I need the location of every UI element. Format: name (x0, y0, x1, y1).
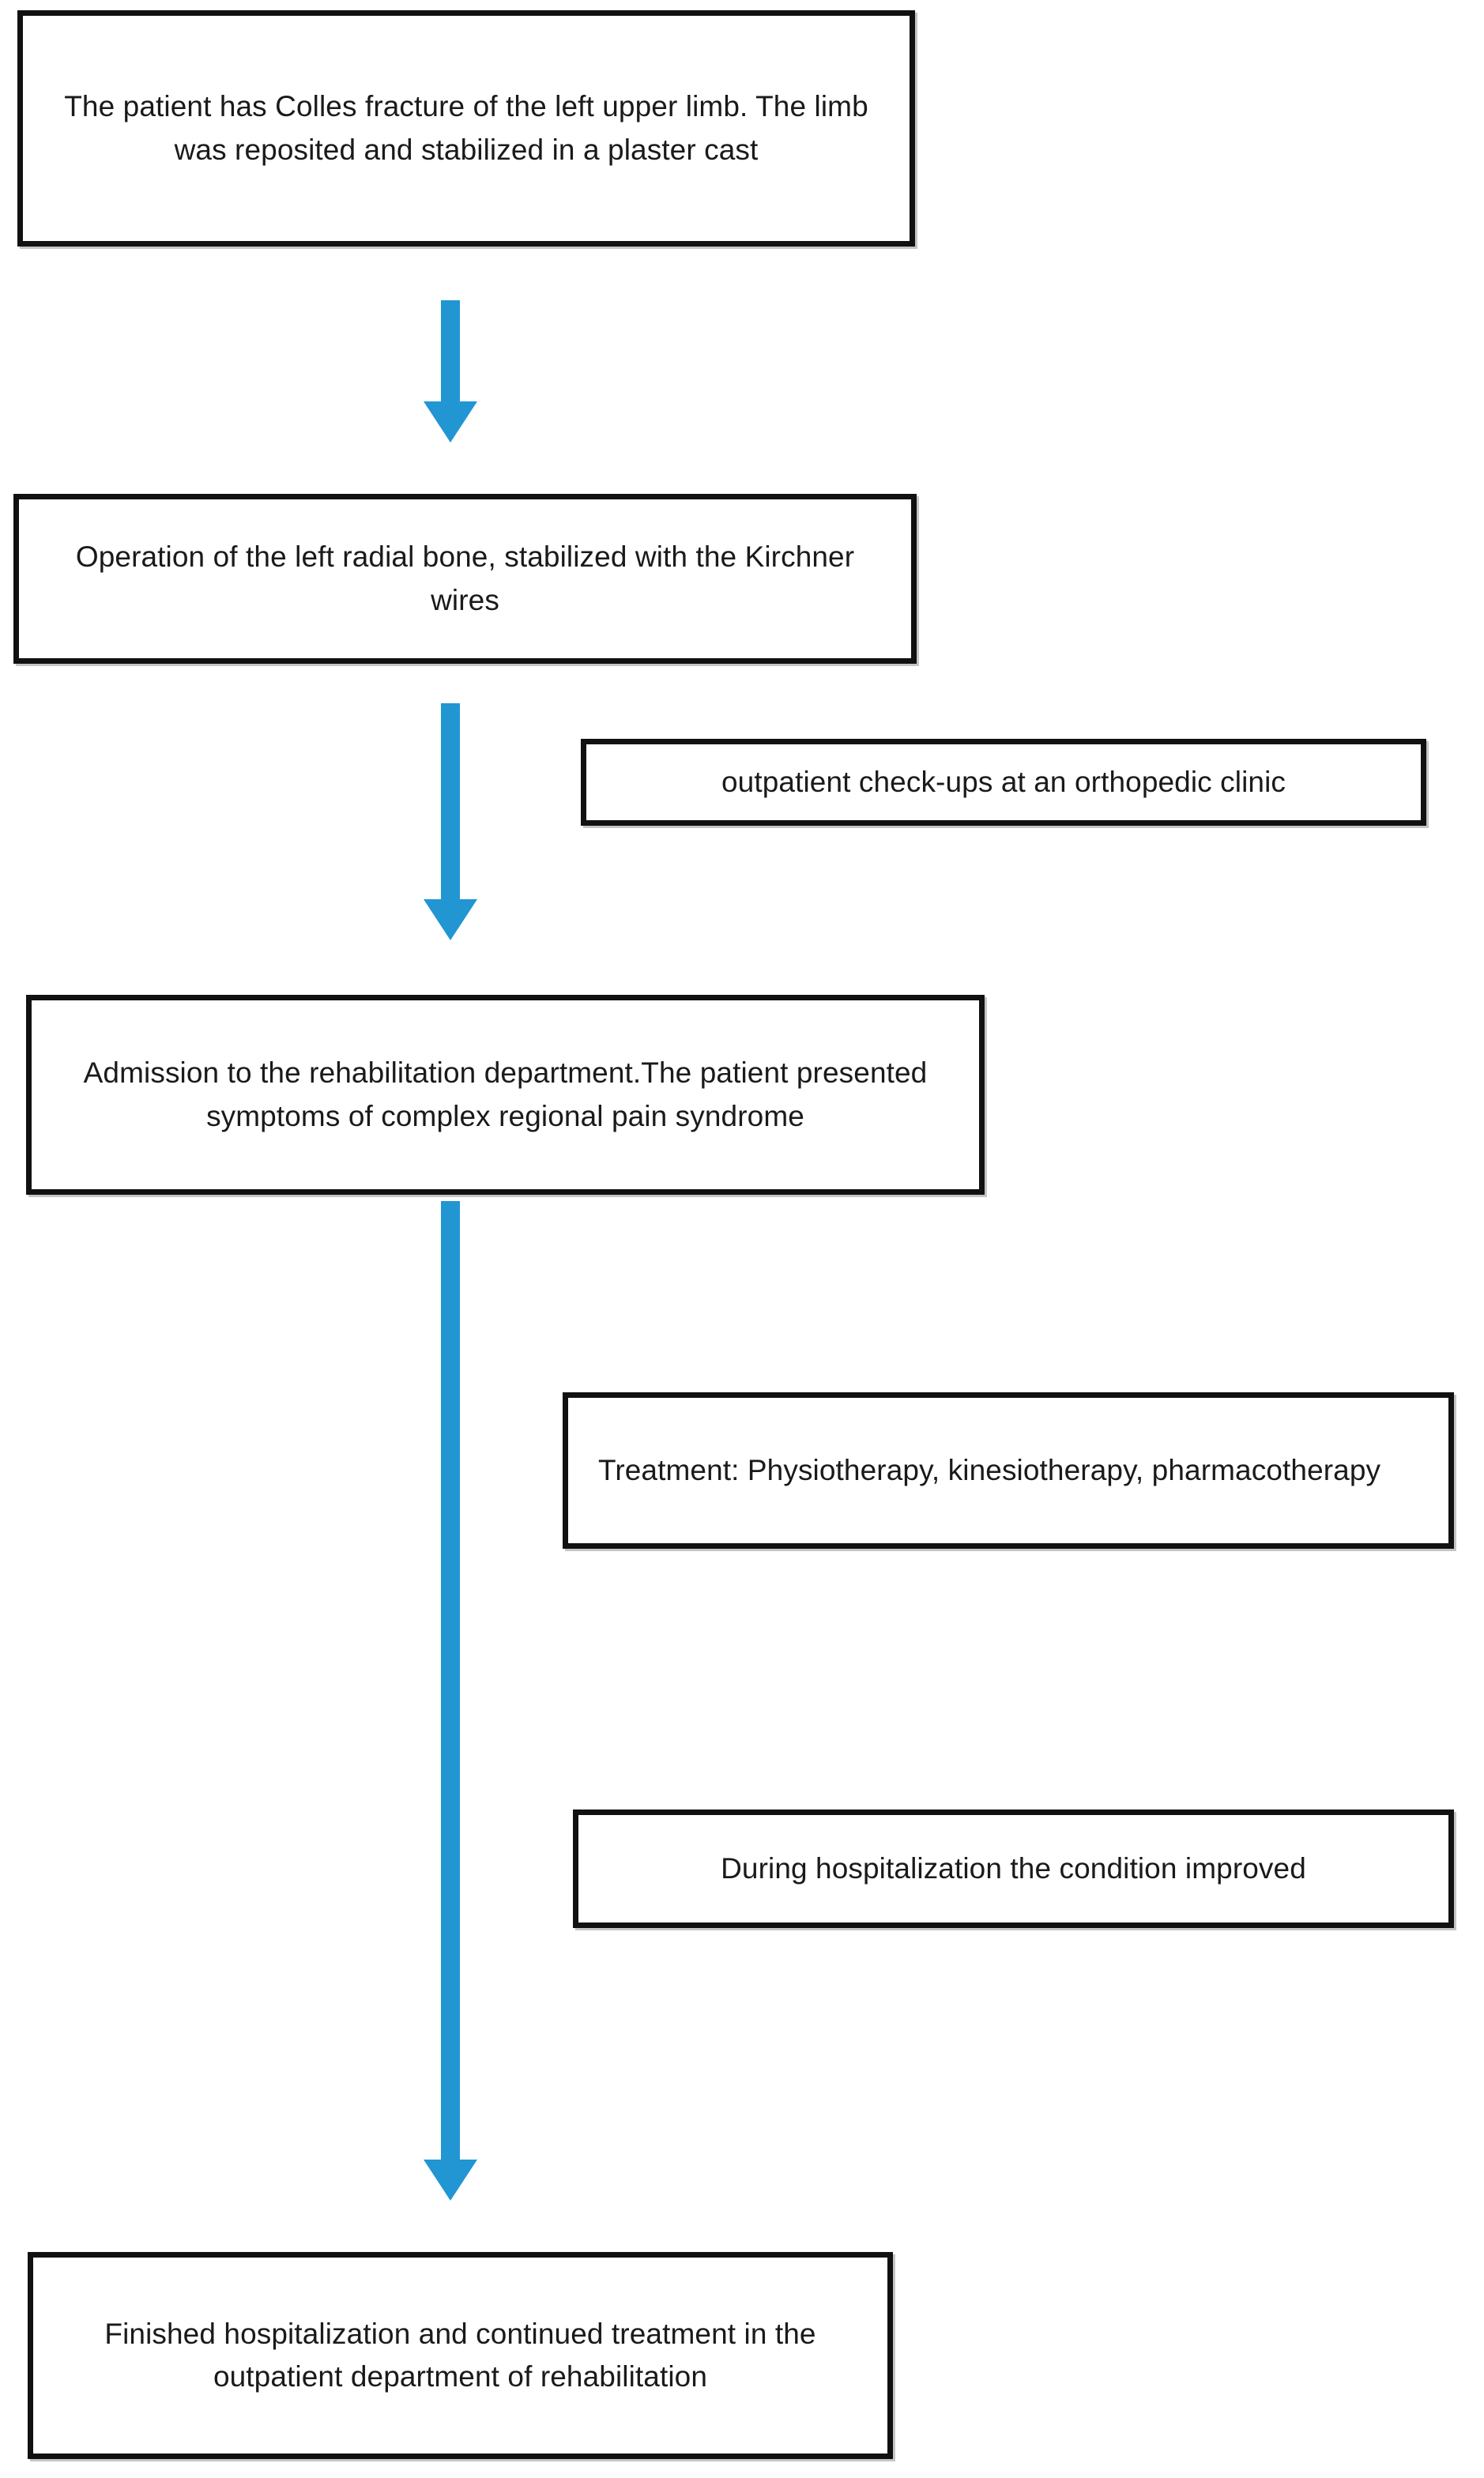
down-arrow-icon-operation (419, 300, 482, 442)
flowchart-node-operation: Operation of the left radial bone, stabi… (13, 494, 917, 664)
arrow-shaft (441, 703, 460, 901)
flowchart-node-treatment: Treatment: Physiotherapy, kinesiotherapy… (563, 1392, 1454, 1549)
node-label-rehab-admission: Admission to the rehabilitation departme… (83, 1056, 928, 1132)
flowchart-node-discharge: Finished hospitalization and continued t… (28, 2252, 893, 2459)
arrow-head (424, 899, 477, 940)
node-label-operation: Operation of the left radial bone, stabi… (75, 540, 855, 616)
flowchart-node-rehab-admission: Admission to the rehabilitation departme… (26, 995, 985, 1195)
arrow-head (424, 2160, 477, 2201)
down-arrow-icon-rehab-admission (419, 703, 482, 940)
arrow-head (424, 401, 477, 442)
flowchart-node-improvement: During hospitalization the condition imp… (573, 1810, 1454, 1928)
node-label-discharge: Finished hospitalization and continued t… (104, 2317, 816, 2393)
node-label-treatment: Treatment: Physiotherapy, kinesiotherapy… (598, 1453, 1381, 1486)
arrow-shaft (441, 300, 460, 403)
arrow-shaft (441, 1201, 460, 2161)
node-label-admission-fracture: The patient has Colles fracture of the l… (64, 90, 868, 166)
down-arrow-icon-discharge (419, 1201, 482, 2201)
node-label-outpatient-checkups: outpatient check-ups at an orthopedic cl… (721, 765, 1286, 798)
flowchart-node-outpatient-checkups: outpatient check-ups at an orthopedic cl… (581, 739, 1426, 826)
flowchart-node-admission-fracture: The patient has Colles fracture of the l… (17, 10, 915, 247)
node-label-improvement: During hospitalization the condition imp… (721, 1851, 1306, 1885)
